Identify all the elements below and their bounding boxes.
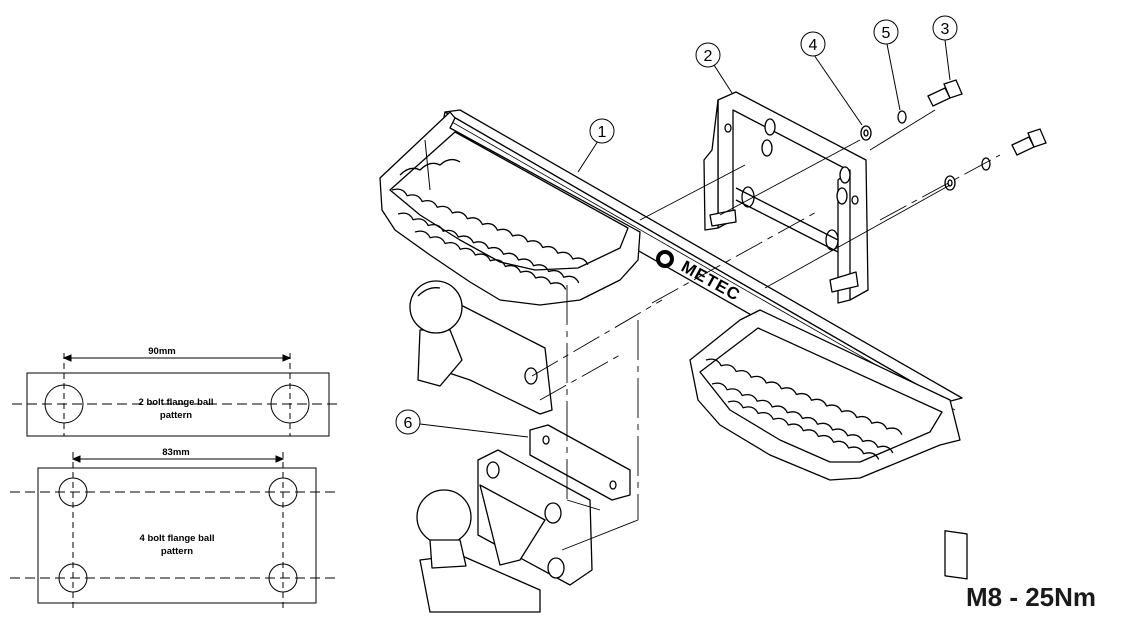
callout-6: 6	[404, 415, 413, 432]
two-bolt-pattern	[12, 353, 342, 437]
callout-circle-6	[395, 409, 421, 435]
four-bolt-label-line2: pattern	[161, 546, 193, 557]
assembly-lines	[531, 109, 1001, 551]
callout-5: 5	[882, 25, 891, 42]
two-bolt-label-line2: pattern	[160, 410, 192, 421]
left-step-tread	[379, 111, 641, 306]
callout-1: 1	[598, 124, 607, 141]
four-bolt-label-line1: 4 bolt flange ball	[140, 533, 215, 544]
callout-2: 2	[704, 48, 713, 65]
two-bolt-label-line1: 2 bolt flange ball	[139, 397, 214, 408]
callout-circle-1	[589, 118, 615, 144]
callout-circle-4	[800, 31, 826, 57]
four-bolt-dimension: 83mm	[162, 447, 189, 458]
two-bolt-tow-ball	[409, 280, 553, 415]
four-bolt-pattern	[10, 452, 340, 612]
four-bolt-tow-ball	[416, 424, 631, 613]
washer-spring-upper	[897, 110, 907, 124]
two-bolt-dimension: 90mm	[148, 346, 175, 357]
right-step-tread	[689, 309, 968, 580]
callouts	[395, 15, 958, 438]
callout-circle-3	[932, 15, 958, 41]
callout-4: 4	[809, 37, 818, 54]
fasteners	[860, 79, 1047, 191]
torque-spec: M8 - 25Nm	[966, 582, 1096, 612]
callout-3: 3	[941, 21, 950, 38]
callout-circle-5	[873, 19, 899, 45]
callout-circle-2	[695, 42, 721, 68]
mounting-bracket	[703, 91, 869, 304]
